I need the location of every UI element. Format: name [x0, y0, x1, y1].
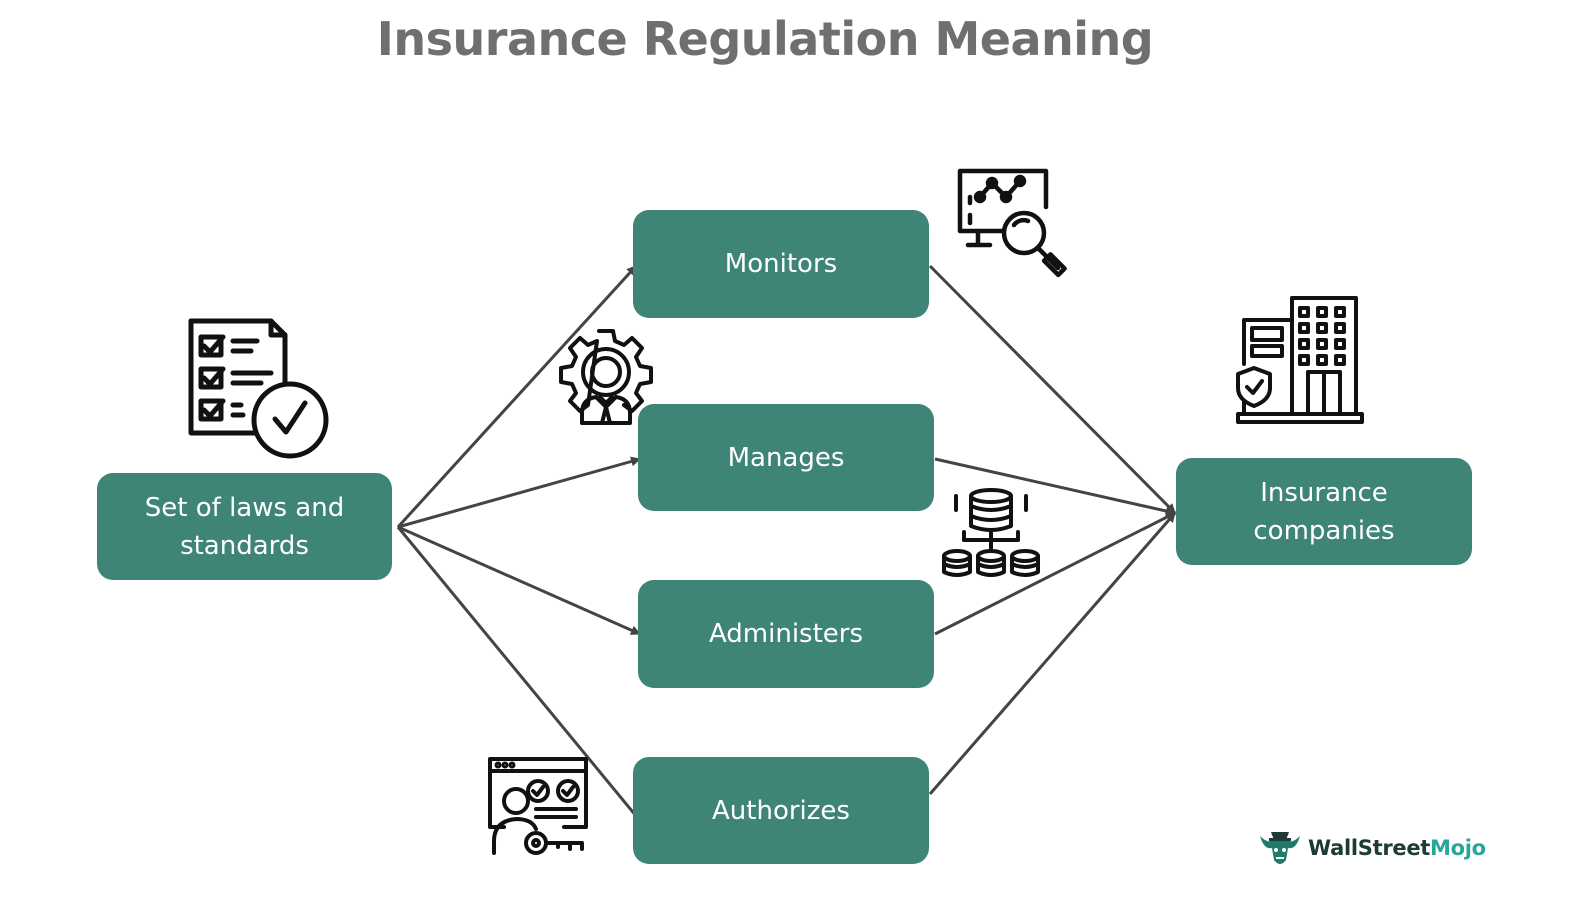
- node-manages: Manages: [638, 404, 934, 511]
- node-authorizes: Authorizes: [633, 757, 929, 864]
- edge-source-authorizes: [396, 526, 648, 829]
- brand-logo-part1: WallStreet: [1308, 836, 1431, 860]
- node-source: Set of laws and standards: [97, 473, 392, 580]
- node-manages-label: Manages: [727, 442, 845, 473]
- database-coins-icon: [942, 488, 1040, 577]
- brand-logo-text: WallStreetMojo: [1308, 836, 1486, 860]
- node-authorizes-label: Authorizes: [712, 795, 850, 826]
- identity-access-key-icon: [488, 757, 588, 855]
- brand-logo: WallStreetMojo: [1258, 826, 1486, 870]
- checklist-approved-icon: [188, 318, 329, 459]
- node-administers: Administers: [638, 580, 934, 688]
- node-administers-label: Administers: [708, 619, 864, 649]
- manager-gear-icon: [559, 329, 653, 425]
- edge-manages-target: [934, 457, 1176, 516]
- node-monitors-label: Monitors: [724, 249, 838, 279]
- diagram-title: Insurance Regulation Meaning: [376, 12, 1154, 66]
- bull-logo-icon: [1260, 832, 1300, 864]
- node-target-line-2: companies: [1253, 515, 1395, 546]
- edge-authorizes-target: [928, 512, 1177, 795]
- edge-source-administers: [397, 525, 641, 636]
- edge-source-manages: [397, 456, 641, 529]
- brand-logo-part2: Mojo: [1430, 836, 1486, 860]
- node-monitors: Monitors: [633, 210, 929, 318]
- insurance-building-icon: [1236, 296, 1364, 424]
- edge-source-monitors: [396, 264, 638, 529]
- edge-administers-target: [934, 511, 1176, 636]
- node-source-line-2: standards: [180, 530, 309, 561]
- edge-monitors-target: [928, 264, 1177, 515]
- node-source-line-1: Set of laws and: [144, 492, 345, 523]
- analytics-search-icon: [957, 168, 1067, 278]
- node-target: Insurance companies: [1176, 458, 1472, 565]
- node-target-line-1: Insurance: [1260, 477, 1388, 508]
